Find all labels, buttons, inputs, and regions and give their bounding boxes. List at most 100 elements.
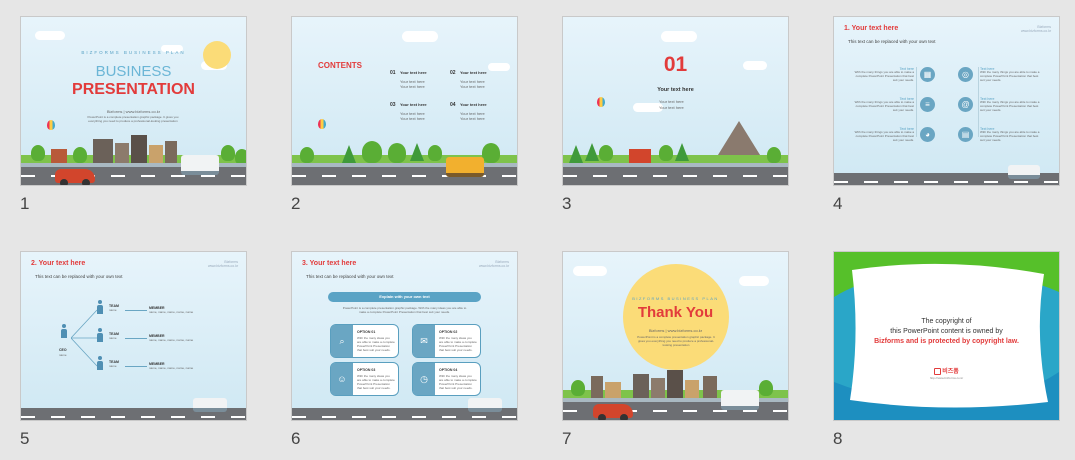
corner-brand: Bizforms www.bizforms.co.kr xyxy=(479,260,510,268)
text-block-1: Text here With the many things you are a… xyxy=(854,67,914,82)
slide-number: 7 xyxy=(562,429,572,448)
contents-item-2: 02 Your text here Your text here Your te… xyxy=(450,70,487,89)
member-row-2: MEMBER name, name, name, name, name xyxy=(149,334,194,342)
slide-1[interactable]: BIZFORMS BUSINESS PLAN BUSINESS PRESENTA… xyxy=(20,16,247,186)
company-line: Bizforms | www.bizforms.co.kr xyxy=(106,109,161,114)
yellow-bus xyxy=(446,157,484,177)
text-block-5: Text here With the many things you are a… xyxy=(980,97,1040,112)
slide-4[interactable]: 1. Your text here This text can be repla… xyxy=(833,16,1060,186)
chart-icon: ▦ xyxy=(920,67,935,82)
option-card-1: ⌕ OPTION 01 With the many ideas you are … xyxy=(330,324,399,358)
team-row-3: TEAM name xyxy=(109,360,119,368)
slide-title: 1. Your text here xyxy=(844,25,899,32)
balloon-icon xyxy=(318,119,326,129)
slide-description: PowerPoint is a complete presentation gr… xyxy=(637,335,715,347)
slide-3[interactable]: 01 Your text here Your text here Your te… xyxy=(562,16,789,186)
copyright-line-1: The copyright of xyxy=(921,318,972,325)
slide-thumbnail-7[interactable]: BIZFORMS BUSINESS PLAN Thank You Bizform… xyxy=(562,251,789,448)
slide-7[interactable]: BIZFORMS BUSINESS PLAN Thank You Bizform… xyxy=(562,251,789,421)
slide-number: 5 xyxy=(20,429,30,448)
thank-you-title: Thank You xyxy=(637,304,714,321)
slide-thumbnail-6[interactable]: 3. Your text here This text can be repla… xyxy=(291,251,518,448)
member-row-3: MEMBER name, name, name, name, name xyxy=(149,362,194,370)
member-row-1: MEMBER name, name, name, name, name xyxy=(149,306,194,314)
balloon-icon xyxy=(597,97,605,107)
slide-thumbnail-4[interactable]: 1. Your text here This text can be repla… xyxy=(833,16,1060,213)
slide-subtitle: This text can be replaced with your own … xyxy=(35,274,123,279)
slide-number: 2 xyxy=(291,194,301,213)
section-number: 01 xyxy=(663,53,688,76)
sun xyxy=(623,264,729,370)
company-line: Bizforms | www.bizforms.co.kr xyxy=(648,328,703,333)
slide-subtitle: This text can be replaced with your own … xyxy=(306,274,394,279)
contents-item-4: 04 Your text here Your text here Your te… xyxy=(450,102,487,121)
at-icon: @ xyxy=(958,97,973,112)
camper-van xyxy=(193,398,227,412)
text-block-6: Text here With the many things you are a… xyxy=(980,127,1040,142)
globe-icon: ◎ xyxy=(958,67,973,82)
slide-number: 3 xyxy=(562,194,572,213)
slide-description: PowerPoint is a complete presentation gr… xyxy=(87,115,179,123)
people-icon: ☺ xyxy=(331,363,353,395)
contents-item-1: 01 Your text here Your text here Your te… xyxy=(390,70,427,89)
red-car xyxy=(55,169,95,185)
slide-8[interactable]: The copyright of this PowerPoint content… xyxy=(833,251,1060,421)
option-card-4: ◷ OPTION 04 With the many ideas you are … xyxy=(412,362,481,396)
balloon-icon xyxy=(47,120,55,130)
slide-title: 3. Your text here xyxy=(302,260,357,267)
copyright-url: http://www.bizforms.co.kr xyxy=(929,376,964,380)
contents-label: CONTENTS xyxy=(318,61,362,70)
slide-2[interactable]: CONTENTS 01 Your text here Your text her… xyxy=(291,16,518,186)
slide-number: 4 xyxy=(833,194,843,213)
team-row-2: TEAM name xyxy=(109,332,119,340)
slide-number: 8 xyxy=(833,429,843,448)
text-block-4: Text here With the many things you are a… xyxy=(980,67,1040,82)
slide-description: PowerPoint is a complete presentation gr… xyxy=(342,306,467,314)
slide-subtitle: This text can be replaced with your own … xyxy=(848,39,936,44)
team-icon xyxy=(97,356,103,370)
search-icon: ⌕ xyxy=(331,325,353,357)
slide-thumbnail-5[interactable]: 2. Your text here This text can be repla… xyxy=(20,251,247,448)
banner: Explain with your own text xyxy=(328,292,481,302)
brand-line: BIZFORMS BUSINESS PLAN xyxy=(632,296,719,301)
slide-6[interactable]: 3. Your text here This text can be repla… xyxy=(291,251,518,421)
copyright-line-2: this PowerPoint content is owned by xyxy=(890,328,1003,335)
red-car xyxy=(593,404,633,420)
slide-number: 1 xyxy=(20,194,30,213)
option-card-3: ☺ OPTION 03 With the many ideas you are … xyxy=(330,362,399,396)
pie-icon: ◕ xyxy=(920,127,935,142)
camper-van xyxy=(181,155,219,175)
section-heading: Your text here xyxy=(657,87,694,93)
slide-title: BUSINESS xyxy=(95,63,172,80)
contents-item-3: 03 Your text here Your text here Your te… xyxy=(390,102,427,121)
ceo-icon xyxy=(61,324,69,344)
bizforms-logo: 비즈폼 xyxy=(834,366,1059,375)
slide-thumbnail-3[interactable]: 01 Your text here Your text here Your te… xyxy=(562,16,789,213)
slide-thumbnail-2[interactable]: CONTENTS 01 Your text here Your text her… xyxy=(291,16,518,213)
slide-thumbnail-8[interactable]: The copyright of this PowerPoint content… xyxy=(833,251,1060,448)
logo-icon xyxy=(934,367,942,375)
sun xyxy=(203,41,231,69)
slide-thumbnail-1[interactable]: BIZFORMS BUSINESS PLAN BUSINESS PRESENTA… xyxy=(20,16,247,213)
camper-van xyxy=(1008,165,1040,179)
camper-van xyxy=(468,398,502,412)
mail-icon: ✉ xyxy=(413,325,435,357)
slide-number: 6 xyxy=(291,429,301,448)
option-card-2: ✉ OPTION 02 With the many ideas you are … xyxy=(412,324,481,358)
list-icon: ≡ xyxy=(920,97,935,112)
document-icon: ▤ xyxy=(958,127,973,142)
team-row-1: TEAM name xyxy=(109,304,119,312)
red-house xyxy=(629,149,651,163)
text-block-3: Text here With the many things you are a… xyxy=(854,127,914,142)
org-lines xyxy=(71,309,98,367)
team-icon xyxy=(97,328,103,342)
text-block-2: Text here With the many things you are a… xyxy=(854,97,914,112)
slide-title-accent: PRESENTATION xyxy=(72,81,195,98)
corner-brand: Bizforms www.bizforms.co.kr xyxy=(208,260,239,268)
team-icon xyxy=(97,300,103,314)
slide-title: 2. Your text here xyxy=(31,260,86,267)
clock-icon: ◷ xyxy=(413,363,435,395)
slide-5[interactable]: 2. Your text here This text can be repla… xyxy=(20,251,247,421)
copyright-line-3: Bizforms and is protected by copyright l… xyxy=(874,338,1019,345)
camper-van xyxy=(721,390,759,410)
